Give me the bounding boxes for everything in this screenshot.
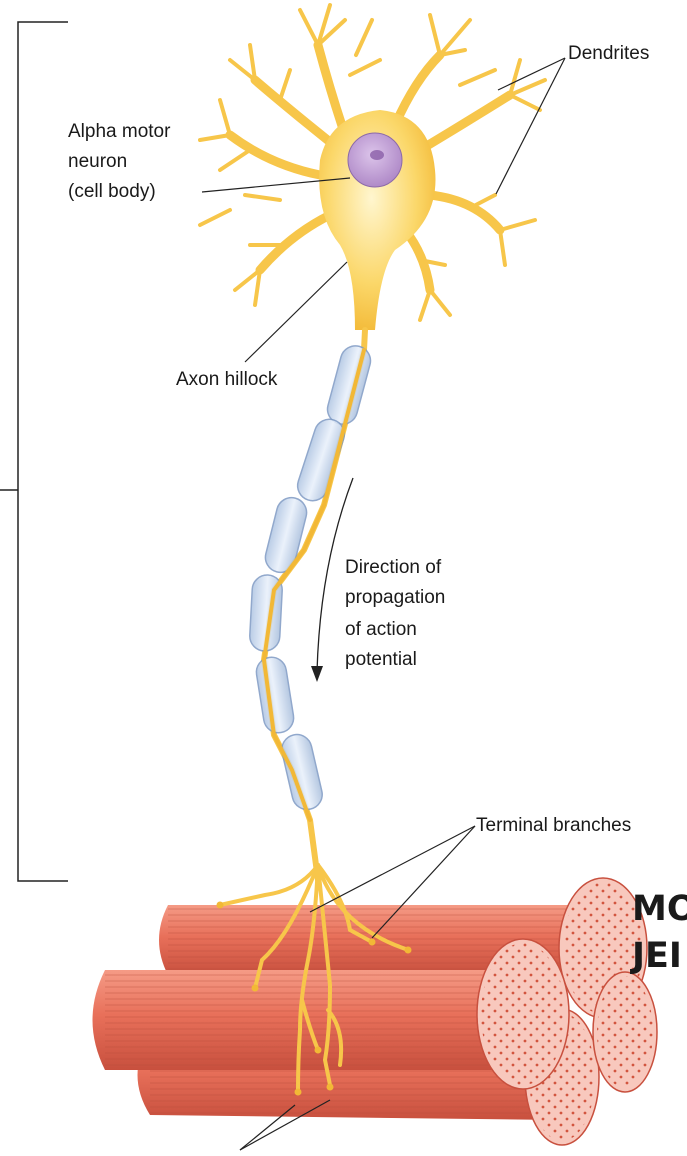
muscle-fiber [593,972,657,1092]
direction-label-line: of action [345,618,417,642]
cell-body [319,110,435,330]
cell-body-label-line: (cell body) [68,180,156,204]
direction-label-line: propagation [345,586,445,610]
dendrites-label: Dendrites [568,42,649,66]
direction-label-line: Direction of [345,556,441,580]
axon-hillock-label: Axon hillock [176,368,277,392]
cell-body-label-line: Alpha motor [68,120,170,144]
bracket [0,22,68,881]
overlay-heading-line-1: MO [632,887,687,931]
direction-label-line: potential [345,648,417,672]
overlay-heading-line-2: JEI [632,934,682,978]
terminal-branches-label: Terminal branches [476,814,631,838]
cell-body-label-line: neuron [68,150,127,174]
muscle-fibers [93,878,658,1145]
